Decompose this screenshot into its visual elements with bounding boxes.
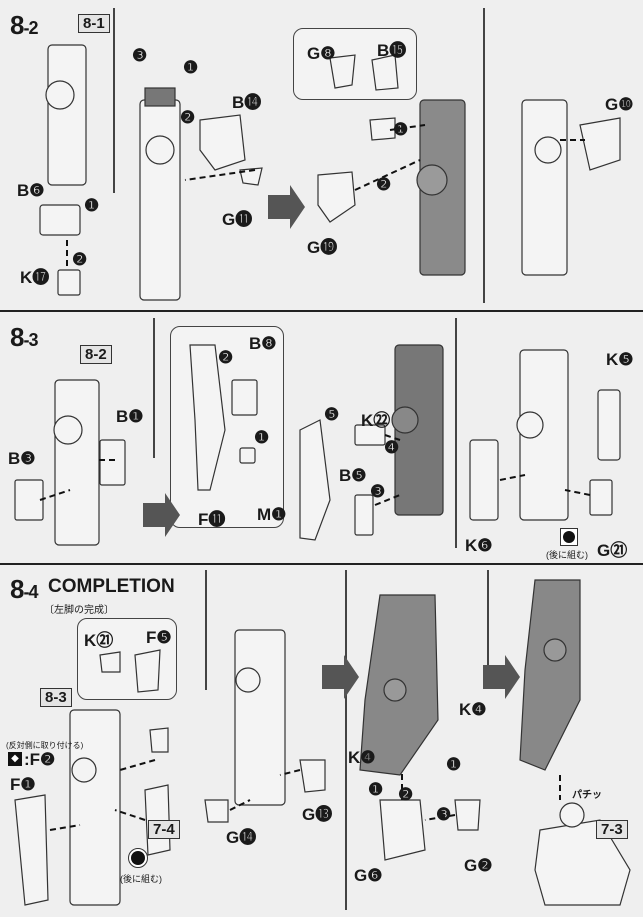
part-label: B❶ xyxy=(116,407,144,426)
part-label: G㉑ xyxy=(597,541,628,560)
step-marker: ❶ xyxy=(84,196,100,215)
step-marker: ❷ xyxy=(72,250,88,269)
part-label: G❷ xyxy=(464,856,493,875)
completion-subtitle: 〔左脚の完成〕 xyxy=(44,605,114,616)
section-divider xyxy=(0,310,643,312)
ref-7-3: 7-3 xyxy=(596,820,628,839)
step-marker: ❶ xyxy=(254,428,270,447)
part-label: G⓫ xyxy=(222,210,253,229)
part-label: G⓳ xyxy=(307,238,338,257)
part-label: K㉑ xyxy=(84,631,114,650)
flip-icon: ◆ xyxy=(8,752,22,766)
step-marker: ❹ xyxy=(384,438,400,457)
part-label: B⓯ xyxy=(377,41,407,60)
ref-8-1: 8-1 xyxy=(78,14,110,33)
panel-divider xyxy=(455,318,457,548)
panel-divider xyxy=(205,570,207,690)
panel-divider xyxy=(487,570,489,680)
snap-sound-text: パチッ xyxy=(572,790,602,801)
step-marker: ❶ xyxy=(183,58,199,77)
step-8-3-title: 8-3 xyxy=(10,322,38,352)
ref-8-3: 8-3 xyxy=(40,688,72,707)
step-marker: ❶ xyxy=(368,780,384,799)
later-assembly-note: (後に組む) xyxy=(120,874,162,884)
part-label: F❶ xyxy=(10,775,36,794)
step-marker: ❷ xyxy=(218,348,234,367)
step-8-2-title: 8-2 xyxy=(10,10,38,40)
part-label: F⓫ xyxy=(198,510,226,529)
part-label: G❽ xyxy=(307,44,336,63)
step-marker: ❸ xyxy=(132,46,148,65)
part-label: M❶ xyxy=(257,505,287,524)
step-marker: ❶ xyxy=(446,755,462,774)
ref-7-4: 7-4 xyxy=(148,820,180,839)
part-label: G❻ xyxy=(354,866,383,885)
step-8-4-title: 8-4 xyxy=(10,574,38,604)
part-label: K❺ xyxy=(606,350,634,369)
ref-8-2: 8-2 xyxy=(80,345,112,364)
panel-divider xyxy=(345,570,347,910)
part-label: K❹ xyxy=(459,700,487,719)
completion-heading: COMPLETION xyxy=(48,576,175,597)
part-label: K㉒ xyxy=(361,411,391,430)
panel-divider xyxy=(483,8,485,303)
part-label: F❺ xyxy=(146,628,172,647)
later-assembly-icon xyxy=(560,528,578,546)
panel-divider xyxy=(153,318,155,458)
part-label: K❻ xyxy=(465,536,493,555)
part-label: B❽ xyxy=(249,334,277,353)
part-label: B❸ xyxy=(8,449,36,468)
step-marker: ❷ xyxy=(398,785,414,804)
step-marker: ❷ xyxy=(376,175,392,194)
step-marker: ❺ xyxy=(324,405,340,424)
opposite-side-note: (反対側に取り付ける) xyxy=(6,741,84,750)
later-assembly-note: (後に組む) xyxy=(546,550,588,560)
detail-box xyxy=(77,618,177,700)
step-marker: ❸ xyxy=(370,482,386,501)
opposite-part-label: :F❷ xyxy=(24,750,56,769)
step-marker: ❸ xyxy=(436,805,452,824)
panel-divider xyxy=(113,8,115,193)
detail-box xyxy=(170,326,284,528)
part-label: K⓱ xyxy=(20,268,50,287)
part-label: G❿ xyxy=(605,95,634,114)
part-label: B⓮ xyxy=(232,93,262,112)
section-divider xyxy=(0,563,643,565)
part-label: G⓮ xyxy=(226,828,257,847)
part-label: B❺ xyxy=(339,466,367,485)
step-marker: ❶ xyxy=(393,120,409,139)
later-assembly-icon xyxy=(128,848,148,868)
part-label: G⓭ xyxy=(302,805,333,824)
part-label: K❹ xyxy=(348,748,376,767)
part-label: B❻ xyxy=(17,181,45,200)
step-marker: ❷ xyxy=(180,108,196,127)
